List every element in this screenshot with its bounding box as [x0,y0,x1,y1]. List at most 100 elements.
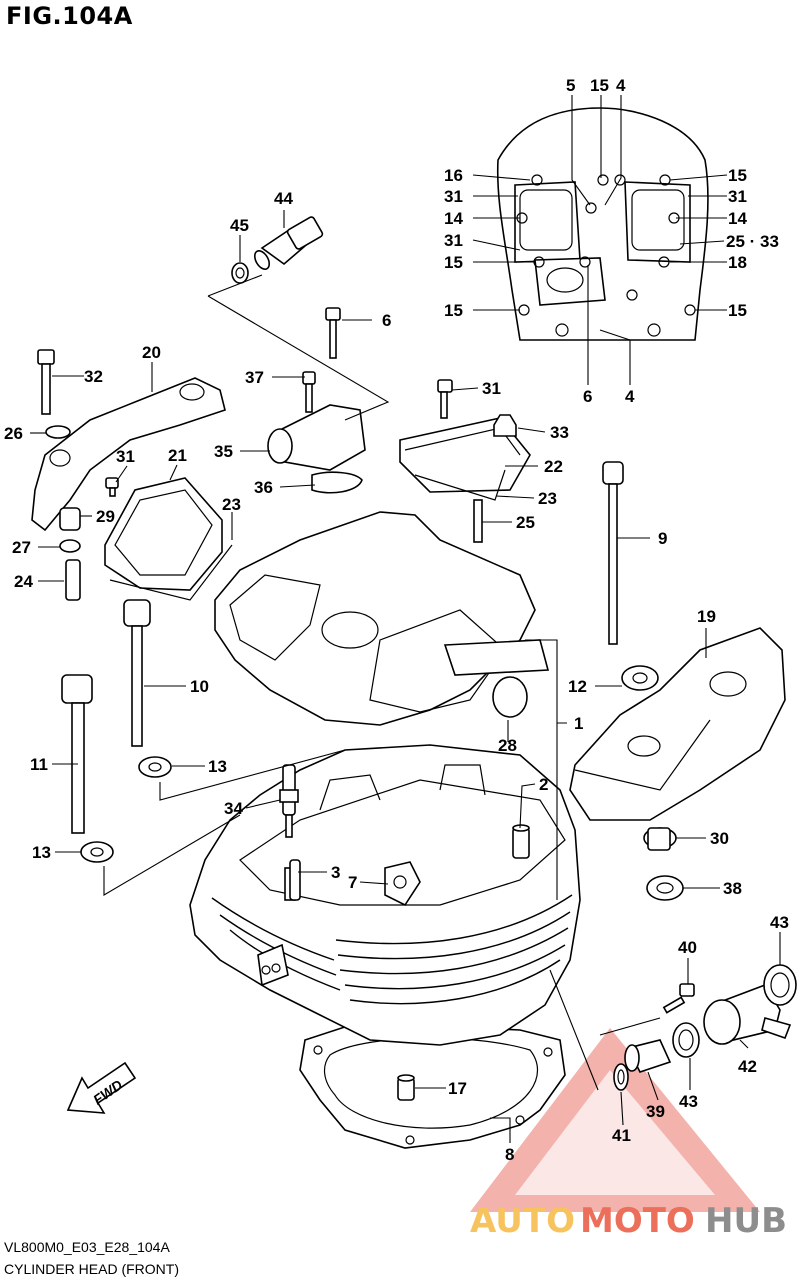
callout-27: 27 [12,538,31,557]
bolt-9 [602,461,624,645]
callout-26: 26 [4,424,23,443]
callout-14: 14 [728,209,747,228]
leader-lines [30,95,781,1143]
rear-cover-inset [496,107,709,341]
callout-19: 19 [697,607,716,626]
callout-15: 15 [590,76,609,95]
watermark-logo: AUTO MOTO HUB [470,1028,787,1241]
callout-24: 24 [14,572,33,591]
pipe-39 [624,1039,672,1073]
collar-38 [646,875,684,901]
figure-title: FIG.104A [6,2,133,30]
callout-4: 4 [616,76,626,95]
water-outlet [267,371,366,494]
callout-34: 34 [224,799,243,818]
callout-39: 39 [646,1102,665,1121]
callout-13: 13 [208,757,227,776]
callout-16: 16 [444,166,463,185]
callout-29: 29 [96,507,115,526]
sensor-washer [231,262,249,284]
watermark-auto: AUTO [470,1201,575,1241]
callout-6: 6 [583,387,592,406]
cap-nut-33 [493,414,517,437]
washer-27 [59,539,81,553]
callout-33: 33 [550,423,569,442]
watermark-hub: HUB [705,1201,787,1241]
screw-40 [662,983,695,1014]
collar-24 [65,559,81,601]
callout-labels: 5 15 4 16 15 31 31 14 14 31 25 · 33 15 1… [4,76,789,1164]
callout-41: 41 [612,1126,631,1145]
callout-20: 20 [142,343,161,362]
washer-13-upper [138,756,172,778]
callout-23: 23 [222,495,241,514]
bolt-10 [123,599,151,747]
callout-36: 36 [254,478,273,497]
callout-31: 31 [728,187,747,206]
callout-25-33: 25 · 33 [726,232,779,251]
figure-name: CYLINDER HEAD (FRONT) [4,1261,180,1277]
dowel-pin [397,1074,415,1101]
callout-35: 35 [214,442,233,461]
callout-8: 8 [505,1145,514,1164]
callout-1: 1 [574,714,583,733]
callout-5: 5 [566,76,575,95]
callout-18: 18 [728,253,747,272]
callout-30: 30 [710,829,729,848]
watermark-moto: MOTO [580,1201,695,1241]
callout-4: 4 [625,387,635,406]
head-gasket [299,1021,566,1149]
fwd-arrow: FWD [66,1061,137,1114]
callout-11: 11 [30,755,48,774]
clamp-43-lower [672,1022,700,1058]
bolt-31-right [437,379,453,419]
callout-31: 31 [444,187,463,206]
callout-14: 14 [444,209,463,228]
grommet-30 [643,827,677,851]
callout-21: 21 [168,446,187,465]
head-cover-front [31,377,226,532]
callout-43: 43 [679,1092,698,1111]
callout-31: 31 [444,231,463,250]
callout-17: 17 [448,1079,467,1098]
cam-housing [214,511,550,726]
intake-pipe-42 [703,984,792,1045]
washer-26 [45,425,71,439]
bolt-11 [61,674,93,834]
o-ring-41 [613,1063,629,1091]
callout-2: 2 [539,775,548,794]
callout-38: 38 [723,879,742,898]
callout-10: 10 [190,677,209,696]
callout-7: 7 [348,873,357,892]
callout-37: 37 [245,368,264,387]
callout-31: 31 [482,379,501,398]
figure-code: VL800M0_E03_E28_104A [4,1239,170,1255]
callout-12: 12 [568,677,587,696]
callout-22: 22 [544,457,563,476]
callout-32: 32 [84,367,103,386]
callout-43: 43 [770,913,789,932]
clamp-43-upper [763,964,797,1006]
grommet-29 [59,507,81,531]
cover-19 [569,627,786,821]
callout-6: 6 [382,311,391,330]
washer-13-lower [80,841,114,863]
callout-28: 28 [498,736,517,755]
side-cover-21 [104,477,233,601]
callout-45: 45 [230,216,249,235]
callout-25: 25 [516,513,535,532]
callout-3: 3 [331,863,340,882]
washer-12 [621,665,659,691]
bolt-6 [325,307,341,359]
callout-23: 23 [538,489,557,508]
stud-25 [473,499,483,543]
callout-15: 15 [444,301,463,320]
bolt-32 [37,349,55,415]
callout-44: 44 [274,189,293,208]
callout-13: 13 [32,843,51,862]
spark-plug-3 [289,859,301,901]
temperature-sensor [253,216,324,270]
callout-42: 42 [738,1057,757,1076]
